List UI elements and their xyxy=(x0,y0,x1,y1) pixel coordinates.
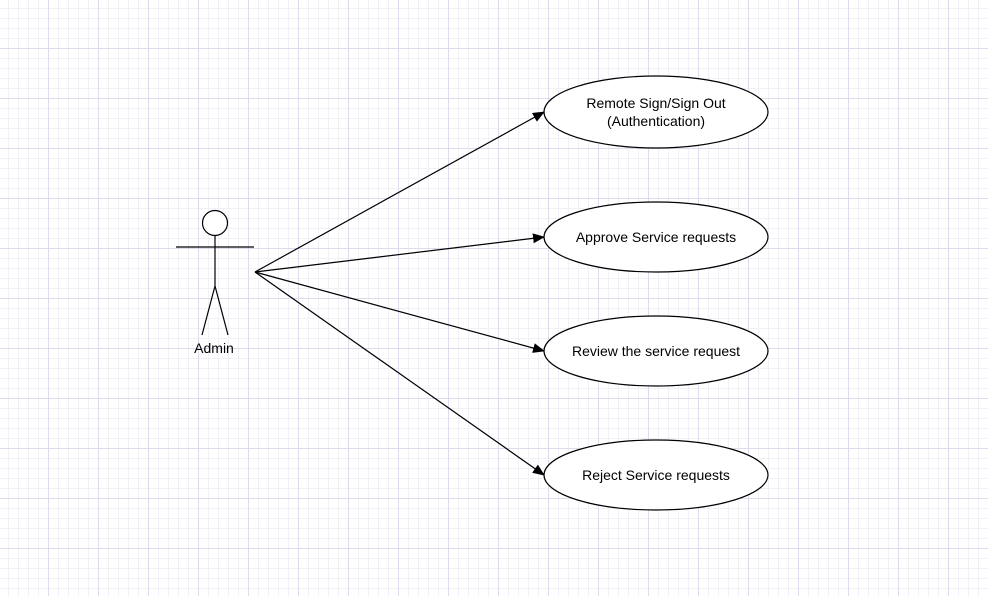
use-case-ellipse xyxy=(543,201,769,273)
associations xyxy=(254,111,545,476)
stick-figure-icon xyxy=(176,209,254,336)
use-case-uc3[interactable]: Review the service request xyxy=(543,315,769,387)
use-case-uc2[interactable]: Approve Service requests xyxy=(543,201,769,273)
use-case-uc4[interactable]: Reject Service requests xyxy=(543,439,769,511)
use-case-ellipse xyxy=(543,315,769,387)
use-case-ellipse xyxy=(543,439,769,511)
association-arrow-uc3[interactable] xyxy=(254,271,545,353)
use-case-label: Reject Service requests xyxy=(582,467,730,483)
use-case-label: Approve Service requests xyxy=(576,229,736,245)
use-case-ellipse xyxy=(543,75,769,149)
association-arrow-uc2[interactable] xyxy=(254,233,545,273)
actor-label: Admin xyxy=(194,340,234,356)
use-case-label: Remote Sign/Sign Out xyxy=(586,95,725,111)
use-case-label-line-2: (Authentication) xyxy=(607,113,705,129)
actor-admin[interactable]: Admin xyxy=(176,209,254,357)
association-arrow-uc4[interactable] xyxy=(254,271,545,476)
use-case-label: Review the service request xyxy=(572,343,740,359)
association-arrow-uc1[interactable] xyxy=(254,111,545,273)
use-case-uc1[interactable]: Remote Sign/Sign Out (Authentication) xyxy=(543,75,769,149)
